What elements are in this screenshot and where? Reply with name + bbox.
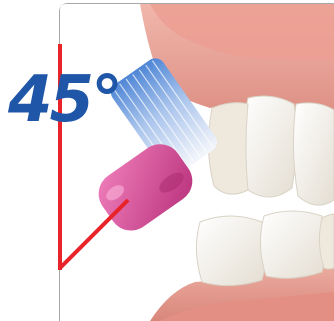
upper-tooth-1 xyxy=(242,96,297,197)
lower-tooth-2 xyxy=(260,211,326,278)
upper-tooth-2 xyxy=(293,103,334,205)
angle-label: 45° xyxy=(8,64,120,136)
lower-tooth-1 xyxy=(196,216,266,286)
lower-tooth-3 xyxy=(319,214,334,269)
